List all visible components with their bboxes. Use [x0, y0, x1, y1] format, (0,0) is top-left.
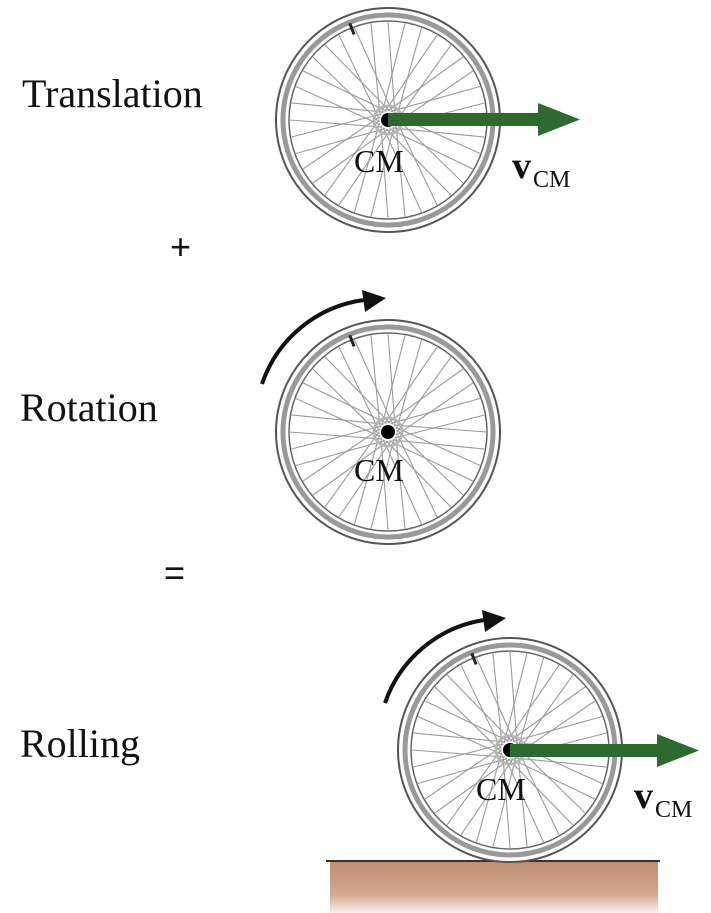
rolling-cm-label: CM: [476, 771, 526, 807]
rotation-arrow-icon: [383, 610, 506, 704]
rotation-arrow-icon: [260, 290, 386, 385]
wheel-icon: [275, 319, 501, 545]
ground-icon: [326, 860, 660, 913]
translation-velocity-subscript: CM: [533, 167, 570, 193]
rolling-label: Rolling: [20, 721, 141, 766]
rolling-velocity-subscript: CM: [655, 797, 692, 823]
velocity-arrow-icon: [510, 734, 699, 767]
rotation-cm-label: CM: [354, 452, 404, 488]
velocity-arrow-icon: [388, 103, 580, 136]
translation-label: Translation: [22, 71, 203, 116]
rotation-label: Rotation: [20, 385, 158, 430]
translation-velocity-symbol: v: [512, 145, 531, 187]
translation-cm-label: CM: [354, 143, 404, 179]
equals-operator: =: [164, 552, 186, 593]
rolling-velocity-symbol: v: [634, 775, 653, 817]
plus-operator: +: [170, 226, 192, 267]
